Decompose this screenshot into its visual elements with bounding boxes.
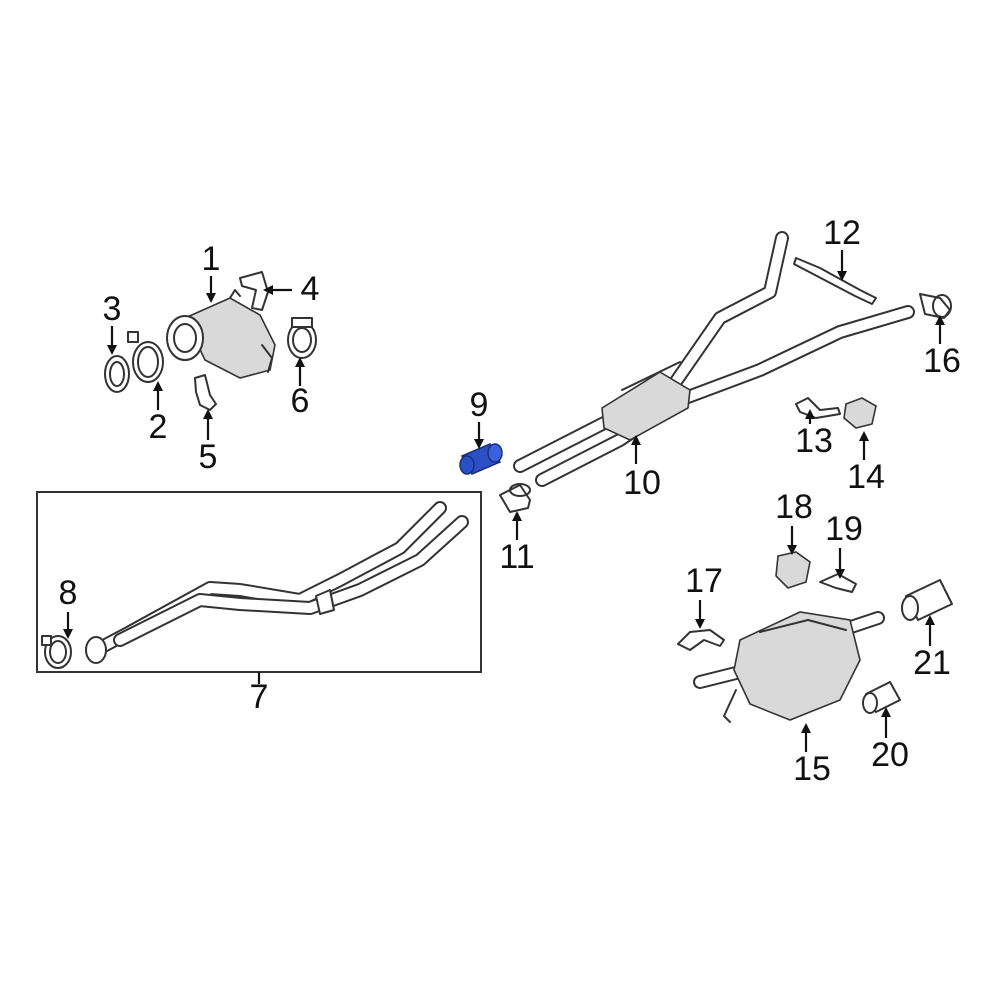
callout-5: 5 — [199, 438, 218, 476]
part-17-bracket[interactable] — [677, 629, 725, 651]
callout-3: 3 — [103, 290, 122, 328]
callout-16: 16 — [923, 342, 961, 380]
part-21-tailpipe-tip[interactable] — [901, 579, 953, 621]
part-7-front-pipe[interactable] — [85, 501, 469, 664]
part-13-bracket[interactable] — [795, 397, 841, 419]
callout-9: 9 — [470, 386, 489, 424]
part-10-center-pipe[interactable] — [513, 231, 915, 487]
part-9-highlighted[interactable] — [459, 443, 503, 475]
callout-10: 10 — [623, 464, 661, 502]
part-6-clamp[interactable] — [287, 317, 317, 359]
callout-1: 1 — [202, 240, 221, 278]
part-4-bracket[interactable] — [239, 271, 269, 311]
part-16-sleeve[interactable] — [919, 293, 952, 319]
callout-13: 13 — [795, 422, 833, 460]
part-1-catalytic-converter[interactable] — [166, 289, 276, 379]
part-5-bracket[interactable] — [194, 374, 217, 411]
callout-14: 14 — [847, 458, 885, 496]
callout-8: 8 — [59, 574, 78, 612]
callout-7: 7 — [250, 678, 269, 716]
callout-15: 15 — [793, 750, 831, 788]
part-3-gasket[interactable] — [104, 355, 130, 393]
callout-12: 12 — [823, 214, 861, 252]
part-18-mount[interactable] — [775, 551, 811, 589]
callout-17: 17 — [685, 562, 723, 600]
callout-2: 2 — [149, 408, 168, 446]
part-20-tailpipe-tip[interactable] — [862, 681, 901, 714]
callout-11: 11 — [499, 538, 534, 576]
part-12-strap[interactable] — [793, 257, 877, 305]
callout-18: 18 — [775, 488, 813, 526]
callout-6: 6 — [291, 382, 310, 420]
part-14-mount[interactable] — [843, 397, 877, 429]
part-11-sleeve[interactable] — [499, 483, 531, 513]
part-2-clamp[interactable] — [127, 331, 164, 383]
callout-4: 4 — [301, 270, 320, 308]
part-8-clamp[interactable] — [41, 635, 72, 669]
callout-19: 19 — [825, 510, 863, 548]
part-19-bracket[interactable] — [819, 573, 857, 593]
part-15-rear-muffler[interactable] — [693, 611, 885, 723]
callout-20: 20 — [871, 736, 909, 774]
callout-21: 21 — [913, 644, 951, 682]
